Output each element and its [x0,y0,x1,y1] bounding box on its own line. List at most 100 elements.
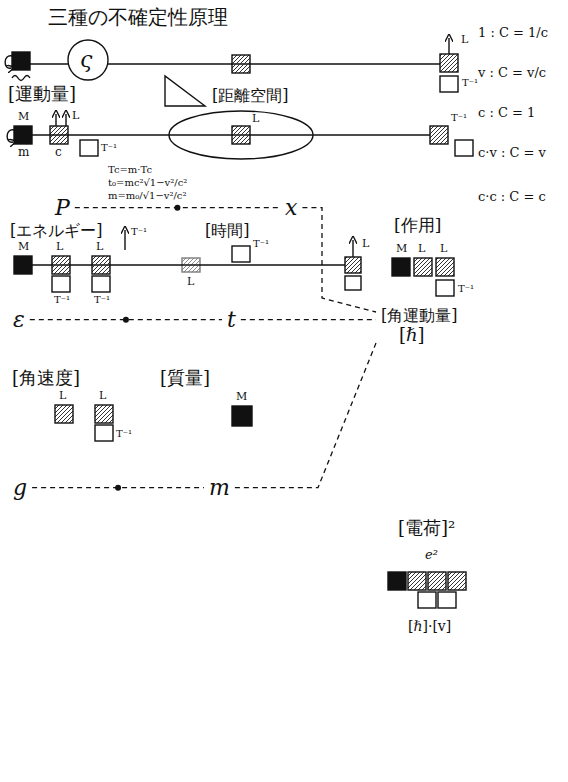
row-momentum-shape [14,126,32,144]
charge-blocks [388,572,466,608]
row-energy-shape [352,240,353,257]
label: 1 : C = 1/c [478,26,548,41]
charge-blocks-shape [408,572,426,590]
row-energy-shape [345,257,361,273]
label: [質量] [160,368,210,389]
node-text: x [285,195,297,220]
label: c·v : C = v [478,146,546,161]
dashed-connector [302,208,376,312]
label: T⁻¹ [116,428,132,440]
label: [作用] [394,216,441,236]
label: [角速度] [12,368,80,389]
label: c [55,146,62,160]
midpoint-dot [174,205,180,211]
label: M [18,241,29,254]
variable-node: x [282,194,300,221]
node-text: ε [13,307,25,332]
angular-velocity-mass-blocks-shape [95,405,113,423]
label: [電荷]² [398,518,455,539]
action-blocks-shape [414,258,432,276]
label: L [418,243,425,256]
variable-node: t [224,306,239,333]
row-momentum-top-shape [68,40,108,80]
label: [時間] [205,222,249,240]
label: L [56,241,63,254]
label: T⁻¹ [54,294,70,306]
node-text: g [13,475,27,500]
title: 三種の不確定性原理 [48,6,228,29]
label: L [440,243,447,256]
row-momentum [7,76,473,159]
row-momentum-shape [169,111,313,159]
label: [距離空間] [212,87,288,105]
row-momentum-shape [165,76,205,106]
variable-node: ε [10,306,28,333]
charge-blocks-shape [418,592,436,608]
charge-blocks-shape [438,592,456,608]
label: m=m₀/√1−v²/c² [108,190,186,202]
action-blocks-shape [436,280,454,296]
node-text: t [227,307,236,332]
row-energy-shape [124,230,125,250]
row-momentum-top-shape [30,63,68,64]
charge-blocks-shape [428,572,446,590]
label: T⁻¹ [94,294,110,306]
label: M [236,391,247,404]
action-blocks [392,258,454,296]
node-text: m [209,475,230,500]
label: T⁻¹ [253,238,269,250]
label: T⁻¹ [458,283,474,295]
row-energy-shape [232,246,250,262]
variable-node: m [206,474,233,501]
row-momentum-shape [80,140,98,156]
label: c·c : C = c [478,190,546,205]
action-blocks-shape [436,258,454,276]
label: ς [80,47,92,72]
row-momentum-top-shape [440,54,458,72]
label: L [362,238,369,251]
row-momentum-shape [232,126,250,144]
label: L [252,113,259,126]
row-energy-shape [92,256,110,274]
row-momentum-shape [65,114,66,126]
label: L [72,110,79,123]
dashed-connector [235,343,376,488]
angular-velocity-mass-blocks-shape [55,405,73,423]
label: L [187,276,194,289]
label: L [96,241,103,254]
angular-velocity-mass-blocks-shape [232,406,252,426]
midpoint-dot [123,317,129,323]
row-energy-shape [345,276,361,290]
row-momentum-top-shape [448,38,449,54]
label: L [59,390,66,403]
charge-blocks-shape [388,572,406,590]
label: M [18,111,29,124]
label: T⁻¹ [101,142,117,154]
label: e² [425,548,438,563]
dashed-connector [241,319,376,320]
variable-node: [角運動量][ℏ] [378,306,460,347]
node-text: [角運動量] [381,307,457,325]
angular-velocity-mass-blocks-shape [95,425,113,441]
label: T⁻¹ [462,77,478,89]
label: Tc=m·Tc [108,164,152,176]
row-momentum-top-shape [232,55,250,73]
label: T⁻¹ [131,226,147,238]
row-momentum-shape [55,114,56,126]
row-energy-shape [52,276,70,292]
label: T⁻¹ [451,112,467,124]
label: t₀=mc²√1−v²/c² [108,177,187,189]
row-momentum-top-shape [108,63,440,64]
row-energy-shape [52,256,70,274]
variable-node: P [52,194,73,221]
row-momentum-shape [7,130,14,142]
row-momentum-top-shape [440,76,458,92]
row-momentum-shape [32,134,430,135]
charge-blocks-shape [448,572,466,590]
angular-velocity-mass-blocks [55,405,252,441]
row-momentum-top-shape [12,76,30,81]
label: [運動量] [8,84,76,105]
midpoint-dot [115,485,121,491]
label: M [396,243,407,256]
node-text: [ℏ] [399,325,425,346]
